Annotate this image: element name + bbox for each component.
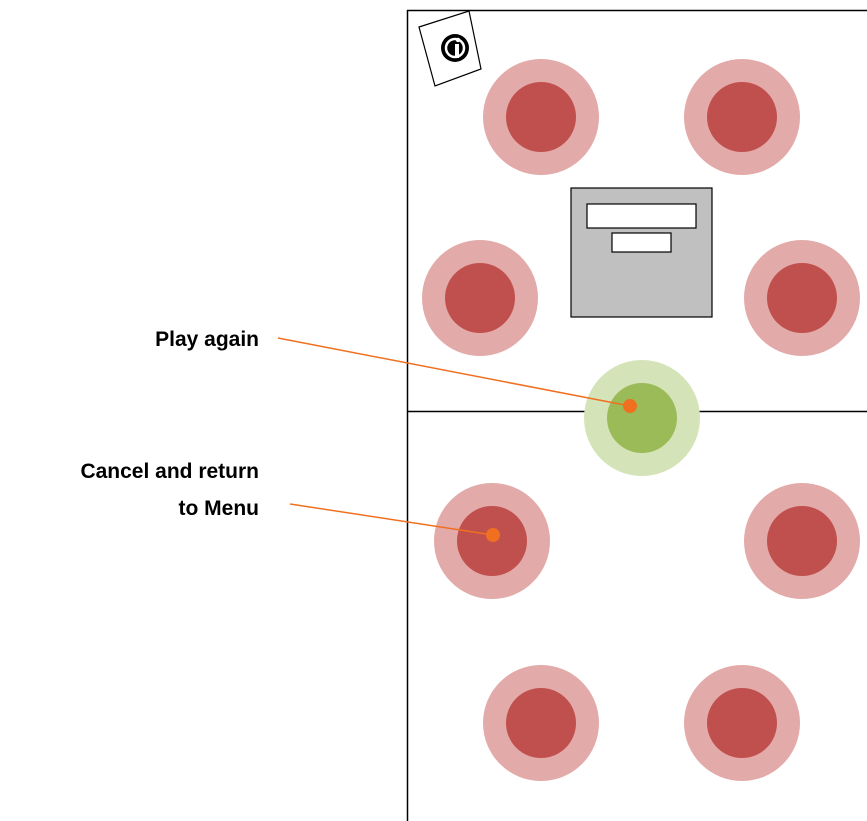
- button-bottom-right[interactable]: [684, 665, 800, 781]
- play-again-label: Play again: [155, 328, 259, 351]
- callout-cancel: Cancel and return to Menu: [80, 460, 500, 542]
- callout-dot: [486, 528, 500, 542]
- play-again-button[interactable]: [584, 360, 700, 476]
- button-middle-left[interactable]: [422, 240, 538, 356]
- dialog-title-field: [586, 203, 697, 229]
- callout-leader-line: [277, 337, 631, 407]
- logo-badge: [418, 10, 482, 87]
- callout-dot: [623, 399, 637, 413]
- button-top-right[interactable]: [684, 59, 800, 175]
- info-icon: [441, 34, 469, 62]
- button-top-left[interactable]: [483, 59, 599, 175]
- callout-play-again: Play again: [155, 328, 637, 413]
- button-bottom-left[interactable]: [483, 665, 599, 781]
- cancel-label-line1: Cancel and return: [80, 460, 259, 483]
- dialog-value-field[interactable]: [611, 232, 672, 253]
- callout-leader-line: [289, 503, 494, 536]
- result-dialog: [570, 187, 713, 318]
- button-lower-right[interactable]: [744, 483, 860, 599]
- button-middle-right[interactable]: [744, 240, 860, 356]
- cancel-label-line2: to Menu: [179, 497, 259, 520]
